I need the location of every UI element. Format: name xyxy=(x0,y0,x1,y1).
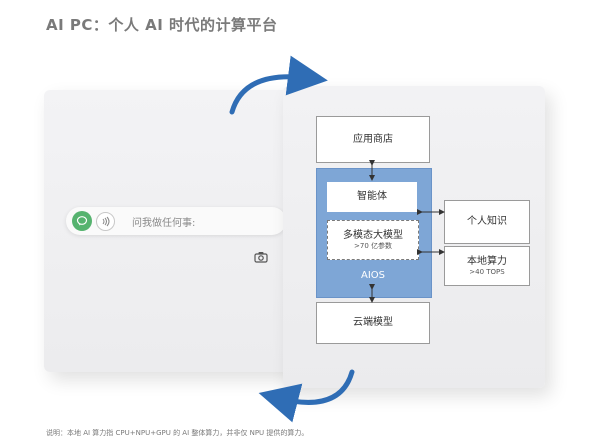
chat-bubble-icon[interactable] xyxy=(72,211,92,231)
agent-label: 智能体 xyxy=(357,191,387,203)
page-title: AI PC：个人 AI 时代的计算平台 xyxy=(46,16,278,34)
personal-knowledge-label: 个人知识 xyxy=(467,216,507,228)
agent-box: 智能体 xyxy=(327,182,417,212)
search-bar[interactable]: 问我做任何事: xyxy=(66,207,286,235)
voice-icon[interactable] xyxy=(96,212,115,231)
app-store-label: 应用商店 xyxy=(353,133,393,145)
cloud-model-box: 云端模型 xyxy=(316,302,430,344)
search-input[interactable]: 问我做任何事: xyxy=(132,218,196,229)
personal-knowledge-box: 个人知识 xyxy=(444,200,530,244)
cycle-arrow-icon-top xyxy=(229,55,328,115)
local-compute-label: 本地算力 xyxy=(467,256,507,268)
camera-icon[interactable] xyxy=(254,248,268,263)
multimodal-model-box: 多模态大模型 >70 亿参数 xyxy=(327,220,419,260)
cycle-arrow-icon-bottom xyxy=(258,369,355,423)
cloud-model-label: 云端模型 xyxy=(353,317,393,329)
aios-label: AIOS xyxy=(360,270,385,281)
local-compute-tops-label: >40 TOPS xyxy=(469,267,505,276)
local-compute-box: 本地算力 >40 TOPS xyxy=(444,246,530,286)
footnote: 说明：本地 AI 算力指 CPU+NPU+GPU 的 AI 整体算力，并非仅 N… xyxy=(46,429,309,437)
app-store-box: 应用商店 xyxy=(316,116,430,163)
multimodal-params-label: >70 亿参数 xyxy=(354,241,392,250)
multimodal-model-label: 多模态大模型 xyxy=(343,230,403,242)
